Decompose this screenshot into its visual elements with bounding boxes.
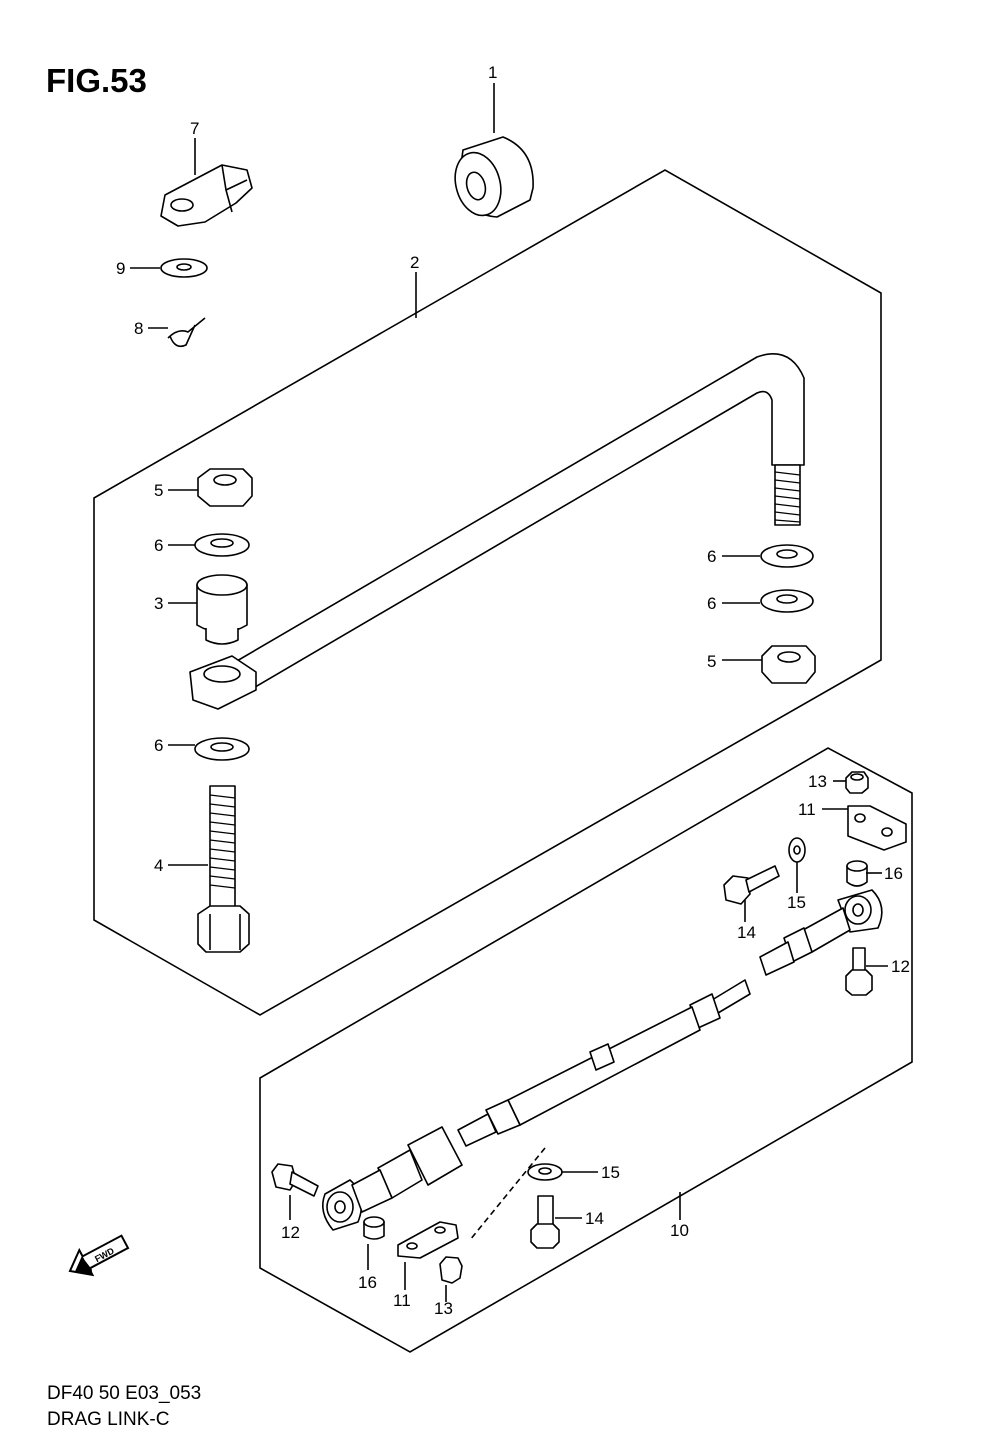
callout-15-upper: 15 bbox=[787, 893, 806, 912]
callout-4: 4 bbox=[154, 856, 163, 875]
callout-6-right-lower: 6 bbox=[707, 594, 716, 613]
callout-13-lower: 13 bbox=[434, 1299, 453, 1318]
part-6-washer-left-upper bbox=[194, 533, 250, 557]
callout-6-right-upper: 6 bbox=[707, 547, 716, 566]
part-14-bolt-lower bbox=[530, 1195, 560, 1249]
part-7-link-end bbox=[160, 164, 253, 227]
part-12-bolt-lower bbox=[271, 1163, 319, 1197]
forward-arrow-icon: FWD bbox=[68, 1234, 130, 1277]
callout-10: 10 bbox=[670, 1221, 689, 1240]
callout-9: 9 bbox=[116, 259, 125, 278]
part-6-washer-right-lower bbox=[760, 589, 814, 613]
part-10-tie-rod bbox=[322, 889, 883, 1231]
part-13-nut-lower bbox=[439, 1256, 463, 1284]
callout-5-left: 5 bbox=[154, 481, 163, 500]
callout-11-lower: 11 bbox=[393, 1291, 411, 1310]
callout-3: 3 bbox=[154, 594, 163, 613]
part-6-washer-right-upper bbox=[760, 544, 814, 568]
part-9-washer bbox=[160, 258, 208, 278]
part-3-collar bbox=[196, 574, 248, 645]
callout-14-lower: 14 bbox=[585, 1209, 604, 1228]
callout-11-upper: 11 bbox=[798, 800, 816, 819]
leader-lines bbox=[130, 83, 888, 1302]
callout-8: 8 bbox=[134, 319, 143, 338]
part-4-bolt bbox=[197, 785, 250, 953]
callout-12-upper: 12 bbox=[891, 957, 910, 976]
assembly-frame-lower bbox=[259, 747, 913, 1353]
part-13-nut-upper bbox=[845, 771, 869, 794]
figure-title: FIG.53 bbox=[46, 62, 147, 99]
part-16-spacer-lower bbox=[363, 1216, 385, 1240]
part-5-nut-right bbox=[761, 645, 816, 684]
callout-6-left-upper: 6 bbox=[154, 536, 163, 555]
callout-16-lower: 16 bbox=[358, 1273, 377, 1292]
callout-12-lower: 12 bbox=[281, 1223, 300, 1242]
callout-6-left-lower: 6 bbox=[154, 736, 163, 755]
part-1-bushing bbox=[454, 136, 534, 218]
part-11-bracket-lower bbox=[397, 1221, 459, 1259]
part-8-clip bbox=[167, 317, 206, 348]
callout-13-upper: 13 bbox=[808, 772, 827, 791]
callout-15-lower: 15 bbox=[601, 1163, 620, 1182]
callout-2: 2 bbox=[410, 253, 419, 272]
callout-1: 1 bbox=[488, 63, 497, 82]
part-2-drag-link-rod bbox=[189, 353, 805, 710]
part-16-spacer-upper bbox=[846, 860, 868, 887]
part-15-washer-upper bbox=[788, 837, 806, 863]
callout-14-upper: 14 bbox=[737, 923, 756, 942]
part-5-nut-left bbox=[197, 468, 253, 507]
part-12-bolt-upper bbox=[845, 947, 873, 996]
section-name: DRAG LINK-C bbox=[47, 1409, 170, 1430]
part-15-washer-lower bbox=[527, 1163, 563, 1181]
callout-16-upper: 16 bbox=[884, 864, 903, 883]
part-14-bolt-upper bbox=[723, 865, 780, 905]
callout-5-right: 5 bbox=[707, 652, 716, 671]
part-11-bracket-upper bbox=[847, 805, 907, 851]
part-6-washer-left-lower bbox=[194, 737, 250, 761]
callout-7: 7 bbox=[190, 119, 199, 138]
model-code: DF40 50 E03_053 bbox=[47, 1383, 202, 1404]
callout-numbers: 1 2 3 4 5 5 6 6 6 6 7 8 9 10 11 11 12 12… bbox=[116, 63, 910, 1318]
assembly-frame-upper bbox=[93, 169, 882, 1016]
